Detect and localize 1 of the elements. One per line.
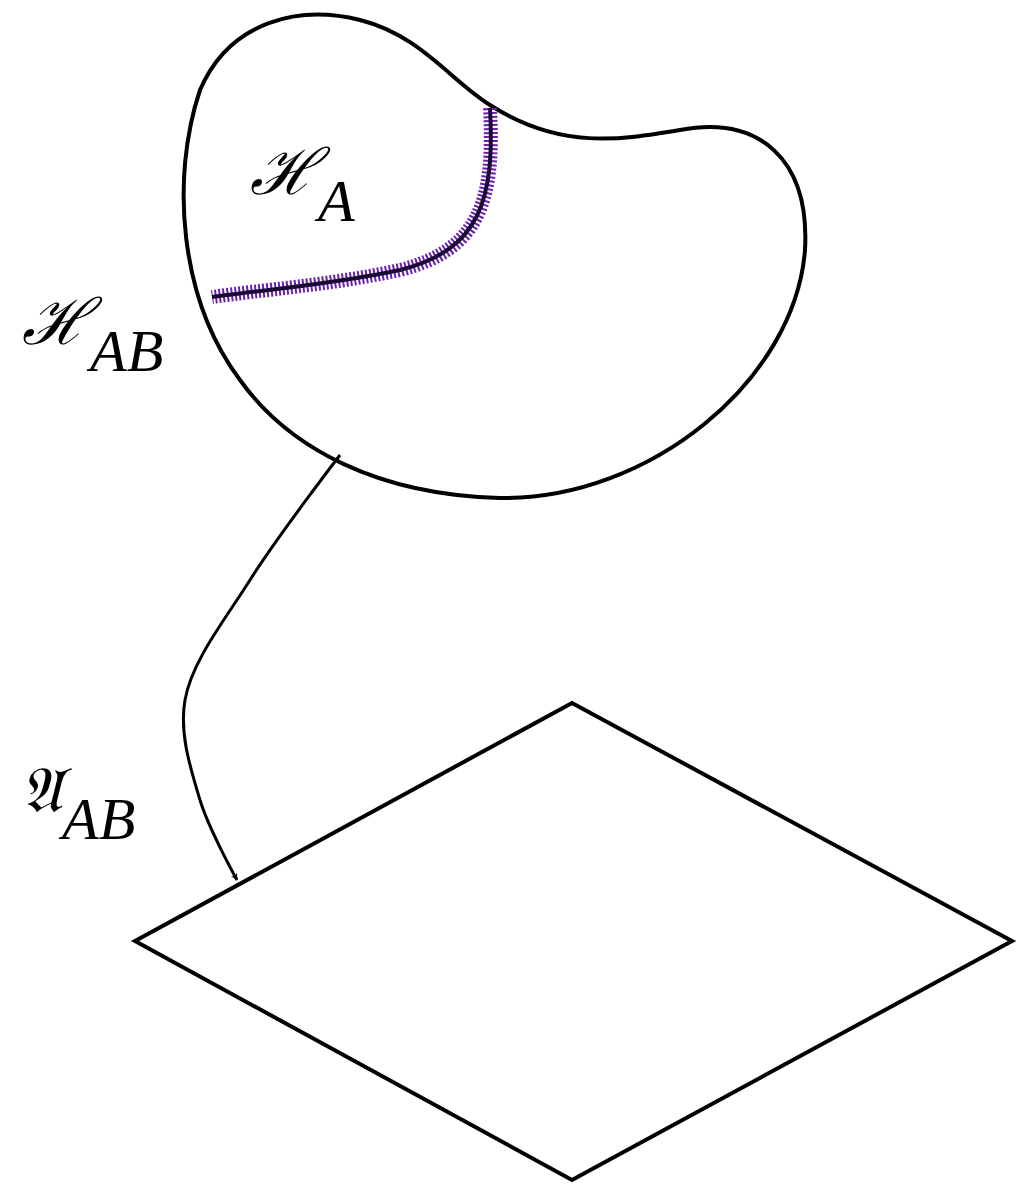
arrow — [181, 454, 342, 881]
